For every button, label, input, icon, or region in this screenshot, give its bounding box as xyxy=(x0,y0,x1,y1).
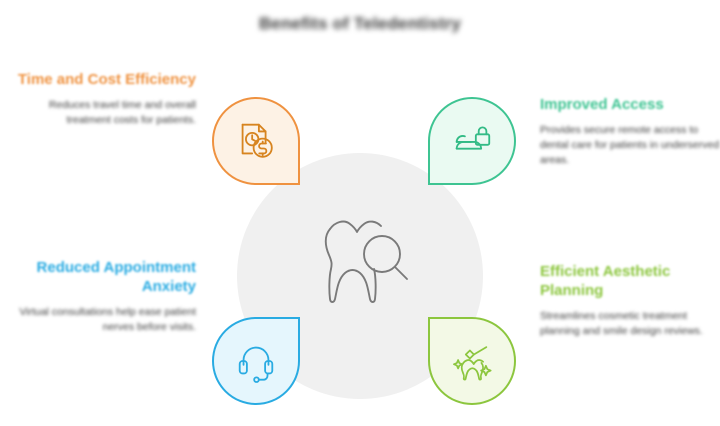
text-block-time-and-cost-efficiency: Time and Cost Efficiency Reduces travel … xyxy=(14,70,196,128)
text-block-improved-access: Improved Access Provides secure remote a… xyxy=(540,95,720,168)
cloud-lock-icon xyxy=(449,118,495,164)
badge-reduced-appointment-anxiety[interactable] xyxy=(212,317,300,405)
page-title: Benefits of Teledentistry xyxy=(258,14,462,33)
body-improved-access: Provides secure remote access to dental … xyxy=(540,124,720,166)
badge-efficient-aesthetic-planning[interactable] xyxy=(428,317,516,405)
heading-improved-access: Improved Access xyxy=(540,96,664,113)
heading-efficient-aesthetic-planning: Efficient Aesthetic Planning xyxy=(540,263,671,300)
heading-reduced-appointment-anxiety: Reduced Appointment Anxiety xyxy=(36,259,196,296)
text-block-efficient-aesthetic-planning: Efficient Aesthetic Planning Streamlines… xyxy=(540,262,720,339)
badge-time-and-cost-efficiency[interactable] xyxy=(212,97,300,185)
body-reduced-appointment-anxiety: Virtual consultations help ease patient … xyxy=(19,306,196,334)
body-time-and-cost-efficiency: Reduces travel time and overall treatmen… xyxy=(48,99,196,127)
text-block-reduced-appointment-anxiety: Reduced Appointment Anxiety Virtual cons… xyxy=(14,258,196,335)
heading-time-and-cost-efficiency: Time and Cost Efficiency xyxy=(17,71,196,88)
badge-improved-access[interactable] xyxy=(428,97,516,185)
document-clock-dollar-icon xyxy=(233,118,279,164)
tooth-sparkle-brush-icon xyxy=(449,338,495,384)
headset-icon xyxy=(233,338,279,384)
tooth-magnifier-icon xyxy=(300,195,420,315)
body-efficient-aesthetic-planning: Streamlines cosmetic treatment planning … xyxy=(540,310,703,338)
